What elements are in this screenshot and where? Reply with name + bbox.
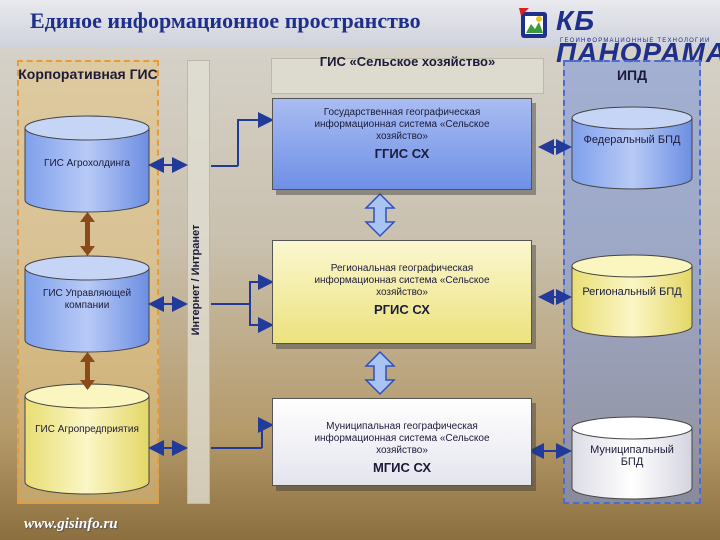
cylinder-federal-bpd bbox=[571, 106, 693, 190]
center-arrow-1 bbox=[364, 192, 396, 238]
cylinder-management-company bbox=[24, 255, 150, 353]
municipal-bpd-label: Муниципальный БПД bbox=[590, 444, 674, 468]
agroholding-label: ГИС Агрохолдинга bbox=[44, 158, 130, 169]
logo-subtitle: ГЕОИНФОРМАЦИОННЫЕ ТЕХНОЛОГИИ bbox=[560, 38, 711, 44]
page-title: Единое информационное пространство bbox=[30, 8, 421, 33]
cylinder-regional-bpd bbox=[571, 254, 693, 338]
agriculture-gis-header bbox=[271, 58, 544, 94]
left-connectors bbox=[148, 157, 188, 456]
agroenterprise-label: ГИС Агропредприятия bbox=[35, 424, 139, 435]
network-bar bbox=[187, 60, 210, 504]
mgis-sh-description: Муниципальная географическая информацион… bbox=[314, 421, 490, 456]
ggis-sh-description: Государственная географическая информаци… bbox=[314, 107, 490, 142]
rgis-sh-description: Региональная географическая информационн… bbox=[314, 263, 490, 298]
network-to-center-connectors bbox=[211, 112, 274, 449]
cylinder-agroholding bbox=[24, 115, 150, 213]
mgis-sh-code: МГИС СХ bbox=[372, 460, 432, 475]
ipd-label: ИПД bbox=[616, 67, 648, 83]
left-arrow-2 bbox=[80, 352, 95, 390]
agriculture-gis-label: ГИС «Сельское хозяйство» bbox=[319, 54, 496, 69]
header-bar bbox=[0, 0, 720, 48]
regional-bpd-label: Региональный БПД bbox=[582, 286, 682, 298]
rgis-sh-code: РГИС СХ bbox=[374, 302, 430, 317]
corporate-gis-label: Корпоративная ГИС bbox=[18, 66, 158, 82]
center-arrow-2 bbox=[364, 350, 396, 396]
cylinder-agroenterprise bbox=[24, 383, 150, 495]
federal-bpd-label: Федеральный БПД bbox=[583, 134, 681, 146]
rgis-sh-box: Региональная географическая информационн… bbox=[272, 240, 532, 344]
center-to-right-connectors bbox=[528, 139, 572, 459]
cylinder-municipal-bpd bbox=[571, 416, 693, 500]
left-arrow-1 bbox=[80, 212, 95, 256]
panorama-logo-icon bbox=[519, 8, 547, 38]
management-company-label: ГИС Управляющей компании bbox=[42, 288, 132, 311]
mgis-sh-box: Муниципальная географическая информацион… bbox=[272, 398, 532, 486]
ggis-sh-box: Государственная географическая информаци… bbox=[272, 98, 532, 190]
website-url: www.gisinfo.ru bbox=[24, 516, 118, 532]
ggis-sh-code: ГГИС СХ bbox=[374, 146, 430, 161]
